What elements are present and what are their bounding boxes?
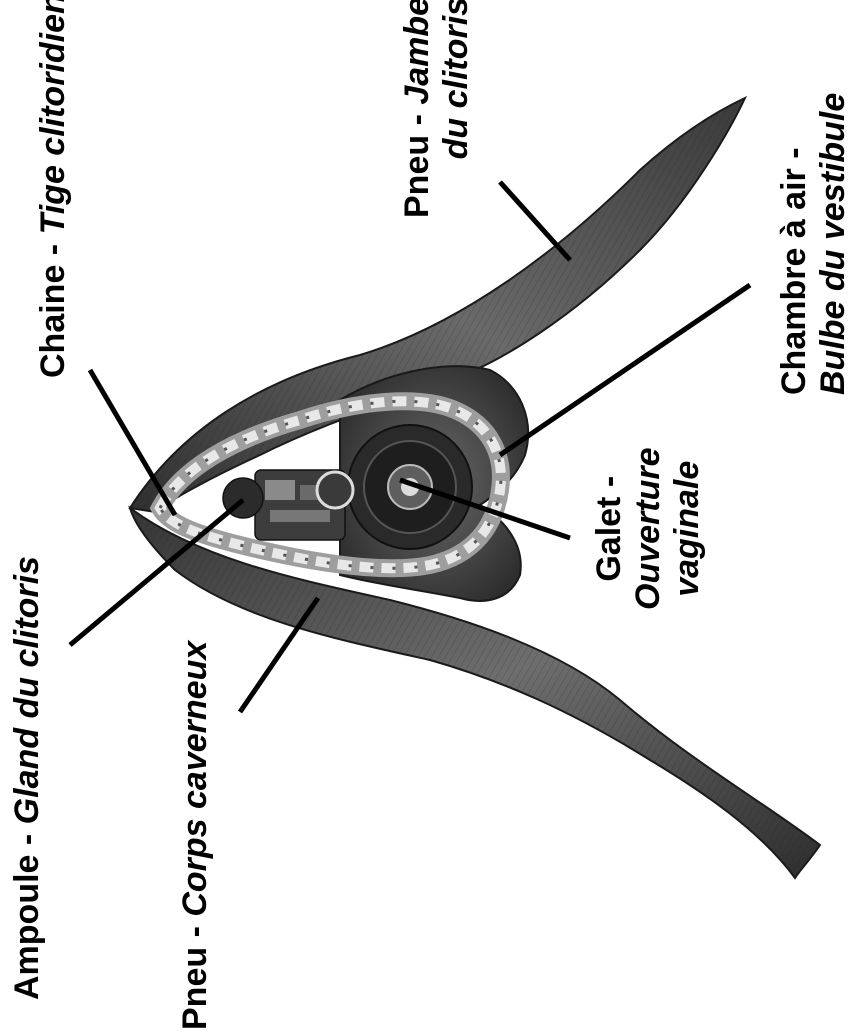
label-pneu-jambe: Pneu - Jambe du clitoris	[398, 0, 476, 218]
label-chambre: Chambre à air - Bulbe du vestibule	[775, 93, 849, 395]
label-pneu-jambe-anat-2: du clitoris	[437, 0, 475, 159]
label-ampoule: Ampoule - Gland du clitoris	[8, 556, 47, 1000]
label-chaine: Chaine - Tige clitoridienne	[34, 0, 73, 378]
leader-pneu-jambe	[500, 182, 570, 260]
idler-pulley	[317, 472, 353, 508]
label-galet-line1: Galet -	[590, 448, 629, 611]
label-galet: Galet - Ouverture vaginale	[590, 448, 707, 611]
label-pneu-jambe-anat-1: Jambe	[398, 0, 436, 105]
label-pneu-corps-anat: Corps caverneux	[176, 641, 214, 917]
label-ampoule-main: Ampoule -	[8, 824, 46, 1000]
label-chaine-main: Chaine -	[34, 234, 72, 378]
label-pneu-jambe-main: Pneu -	[398, 105, 436, 218]
galet-roller	[348, 425, 472, 549]
label-chaine-anat: Tige clitoridienne	[34, 0, 72, 234]
label-galet-anat-2: vaginale	[668, 448, 707, 611]
label-pneu-corps: Pneu - Corps caverneux	[176, 641, 215, 1030]
label-chambre-anat: Bulbe du vestibule	[814, 93, 849, 395]
label-ampoule-anat: Gland du clitoris	[8, 556, 46, 824]
label-pneu-corps-main: Pneu -	[176, 917, 214, 1030]
label-galet-anat-1: Ouverture	[629, 448, 668, 611]
label-chambre-line1: Chambre à air -	[775, 93, 814, 395]
leader-chaine	[90, 370, 175, 515]
